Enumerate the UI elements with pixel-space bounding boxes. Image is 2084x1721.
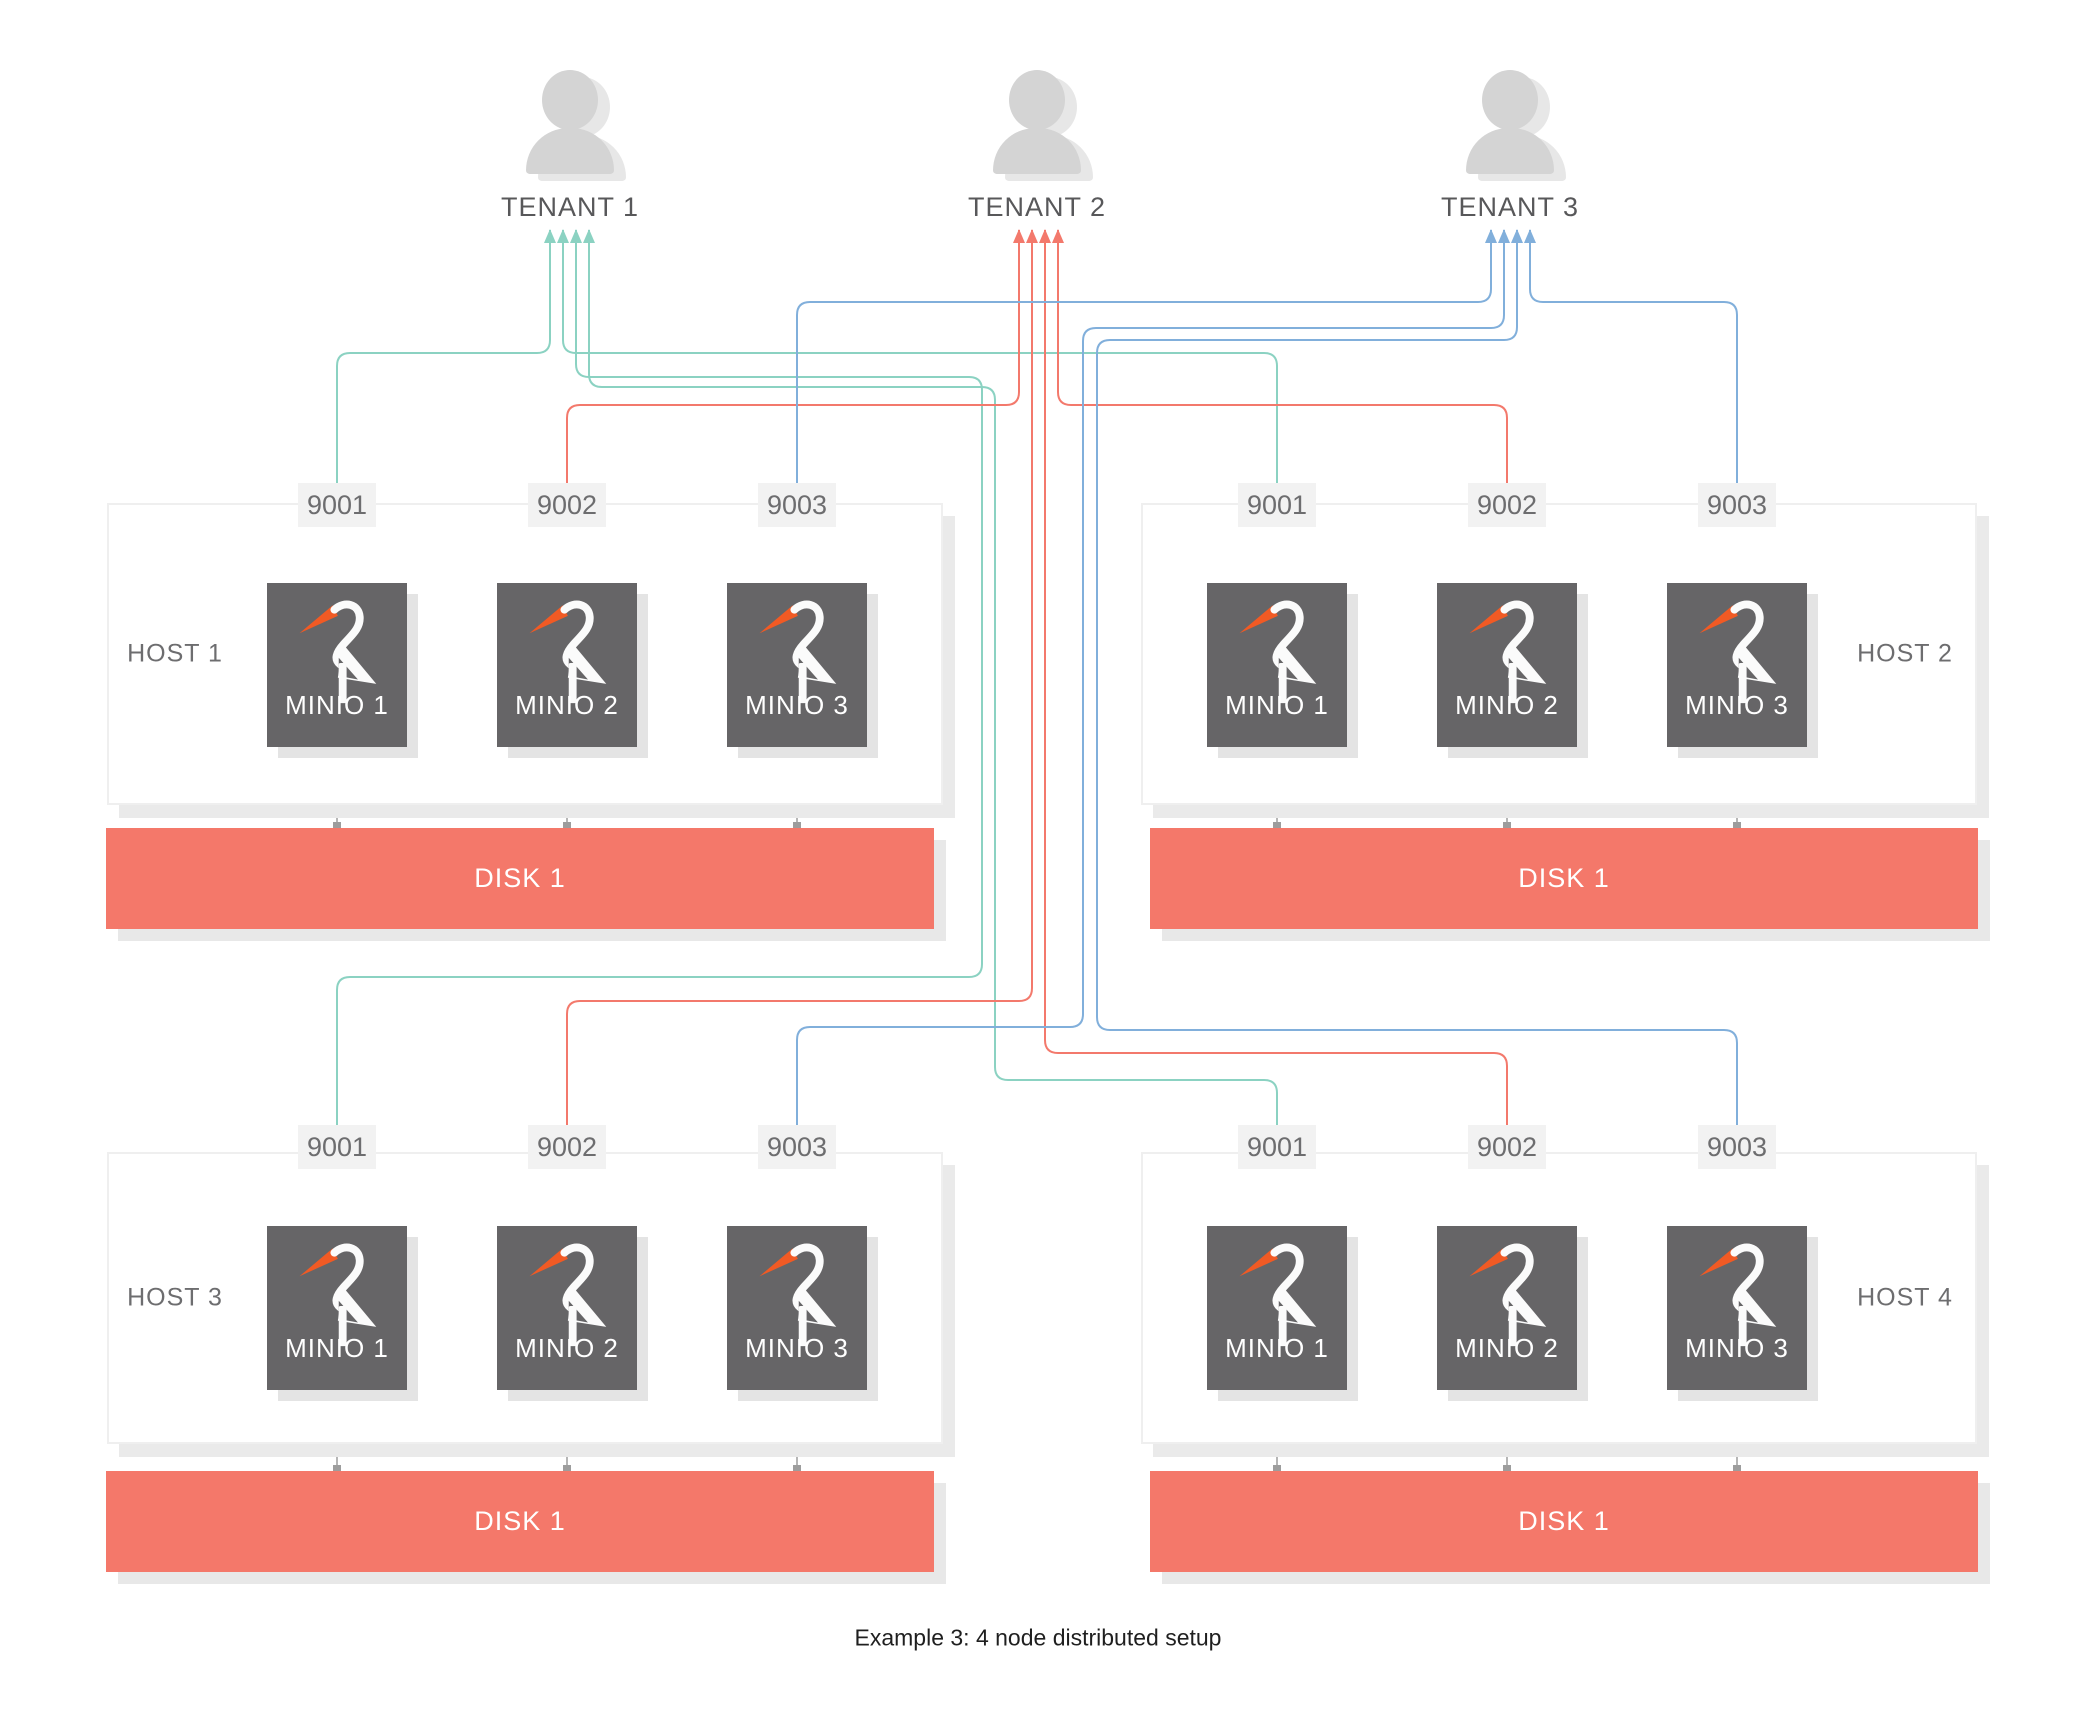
disk-label: DISK 1: [474, 1506, 566, 1536]
minio-node-label: MINIO 1: [285, 690, 389, 720]
port-label-9003: 9003: [758, 483, 836, 527]
minio-node-label: MINIO 1: [285, 1333, 389, 1363]
port-label-9003: 9003: [758, 1125, 836, 1169]
port-label-9001: 9001: [1238, 483, 1316, 527]
disk-label: DISK 1: [1518, 863, 1610, 893]
tenant-1: TENANT 1: [490, 45, 650, 225]
minio-node: MINIO 3: [727, 583, 867, 747]
minio-stork-icon: [299, 1243, 377, 1347]
minio-node: MINIO 1: [1207, 583, 1347, 747]
tenant-label: TENANT 1: [500, 192, 640, 222]
port-label-9001: 9001: [298, 1125, 376, 1169]
minio-node: MINIO 2: [1437, 1226, 1577, 1390]
disk-label: DISK 1: [1518, 1506, 1610, 1536]
minio-node-label: MINIO 3: [1685, 1333, 1789, 1363]
minio-node: MINIO 1: [1207, 1226, 1347, 1390]
port-label-9002: 9002: [1468, 1125, 1546, 1169]
port-label-9001: 9001: [1238, 1125, 1316, 1169]
minio-node-label: MINIO 1: [1225, 690, 1329, 720]
minio-node: MINIO 2: [1437, 583, 1577, 747]
minio-node: MINIO 1: [267, 1226, 407, 1390]
minio-node-label: MINIO 3: [745, 690, 849, 720]
minio-stork-icon: [1469, 600, 1547, 704]
disk-label: DISK 1: [474, 863, 566, 893]
tenant-avatar-icon: [490, 45, 650, 181]
minio-stork-icon: [1239, 1243, 1317, 1347]
tenant-2: TENANT 2: [957, 45, 1117, 225]
minio-stork-icon: [759, 600, 837, 704]
minio-node-label: MINIO 2: [1455, 690, 1559, 720]
minio-node: MINIO 2: [497, 583, 637, 747]
port-label-9003: 9003: [1698, 483, 1776, 527]
tenant-3: TENANT 3: [1430, 45, 1590, 225]
minio-node: MINIO 1: [267, 583, 407, 747]
port-label-9002: 9002: [1468, 483, 1546, 527]
minio-node: MINIO 3: [1667, 1226, 1807, 1390]
minio-stork-icon: [1239, 600, 1317, 704]
minio-node-label: MINIO 1: [1225, 1333, 1329, 1363]
minio-node-label: MINIO 2: [515, 1333, 619, 1363]
port-label-9001: 9001: [298, 483, 376, 527]
minio-node-label: MINIO 3: [1685, 690, 1789, 720]
minio-node-label: MINIO 2: [1455, 1333, 1559, 1363]
minio-node-label: MINIO 2: [515, 690, 619, 720]
minio-node: MINIO 3: [727, 1226, 867, 1390]
minio-stork-icon: [1469, 1243, 1547, 1347]
minio-node: MINIO 2: [497, 1226, 637, 1390]
host-label: HOST 2: [1857, 639, 1953, 668]
disk-bar: DISK 1: [1150, 1471, 1978, 1572]
tenant-avatar-icon: [957, 45, 1117, 181]
port-label-9002: 9002: [528, 483, 606, 527]
port-label-9003: 9003: [1698, 1125, 1776, 1169]
minio-stork-icon: [1699, 600, 1777, 704]
tenant-label: TENANT 3: [1440, 192, 1580, 222]
host-label: HOST 4: [1857, 1283, 1953, 1312]
port-label-9002: 9002: [528, 1125, 606, 1169]
diagram-caption: Example 3: 4 node distributed setup: [854, 1624, 1222, 1651]
minio-stork-icon: [529, 1243, 607, 1347]
minio-stork-icon: [299, 600, 377, 704]
tenant-label: TENANT 2: [967, 192, 1107, 222]
minio-node-label: MINIO 3: [745, 1333, 849, 1363]
minio-stork-icon: [1699, 1243, 1777, 1347]
disk-bar: DISK 1: [106, 1471, 934, 1572]
minio-node: MINIO 3: [1667, 583, 1807, 747]
minio-stork-icon: [759, 1243, 837, 1347]
disk-bar: DISK 1: [1150, 828, 1978, 929]
disk-bar: DISK 1: [106, 828, 934, 929]
minio-stork-icon: [529, 600, 607, 704]
host-label: HOST 3: [127, 1283, 223, 1312]
tenant-avatar-icon: [1430, 45, 1590, 181]
host-label: HOST 1: [127, 639, 223, 668]
